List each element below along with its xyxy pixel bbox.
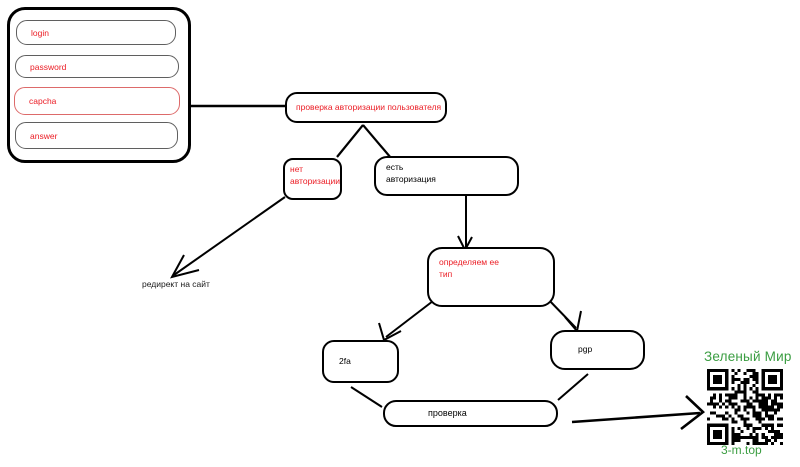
node-auth-check-label: проверка авторизации пользователя	[296, 101, 442, 112]
form-field-login: login	[16, 20, 176, 45]
line-pgp-to-check	[557, 373, 589, 401]
node-yes-auth-line1: есть	[386, 162, 404, 172]
node-yes-auth: есть авторизация	[374, 156, 519, 196]
qr-code-icon	[707, 369, 783, 445]
qr-title: Зеленый Мир	[704, 349, 792, 364]
form-field-capcha: capcha	[14, 87, 180, 115]
arrowhead-redirect	[170, 254, 200, 279]
node-no-auth-line1: нет	[290, 164, 304, 174]
arrow-check-to-qr	[571, 411, 701, 424]
node-type-detect-line2: тип	[439, 268, 453, 279]
node-2fa-label: 2fa	[339, 355, 351, 366]
node-no-auth-line2: авторизации	[290, 175, 341, 186]
form-field-password-label: password	[30, 61, 67, 72]
form-field-capcha-label: capcha	[29, 96, 57, 106]
node-auth-check: проверка авторизации пользователя	[285, 92, 447, 123]
line-authcheck-to-noauth	[336, 124, 364, 158]
arrowhead-qr	[680, 395, 706, 431]
form-field-password: password	[15, 55, 179, 78]
node-type-detect: определяем ее тип	[427, 247, 555, 307]
redirect-label: редирект на сайт	[142, 279, 210, 289]
arrow-type-to-2fa	[385, 300, 434, 338]
node-pgp: pgp	[550, 330, 645, 370]
form-field-answer-label: answer	[30, 130, 58, 141]
node-2fa: 2fa	[322, 340, 399, 383]
node-no-auth: нет авторизации	[283, 158, 342, 200]
form-field-login-label: login	[31, 27, 49, 38]
arrow-noauth-to-redirect	[173, 196, 286, 276]
arrowhead-2fa	[378, 322, 402, 342]
node-pgp-label: pgp	[578, 344, 593, 355]
node-check: проверка	[383, 400, 558, 427]
form-field-answer: answer	[15, 122, 178, 149]
login-form-panel: login password capcha answer	[7, 7, 191, 163]
arrowhead-pgp	[564, 310, 582, 334]
qr-caption-link: 3-m.top	[721, 443, 762, 457]
line-2fa-to-check	[350, 386, 383, 408]
line-authcheck-to-yesauth	[362, 124, 392, 159]
node-type-detect-line1: определяем ее	[439, 257, 499, 267]
node-yes-auth-line2: авторизация	[386, 173, 436, 184]
node-check-label: проверка	[428, 407, 467, 418]
